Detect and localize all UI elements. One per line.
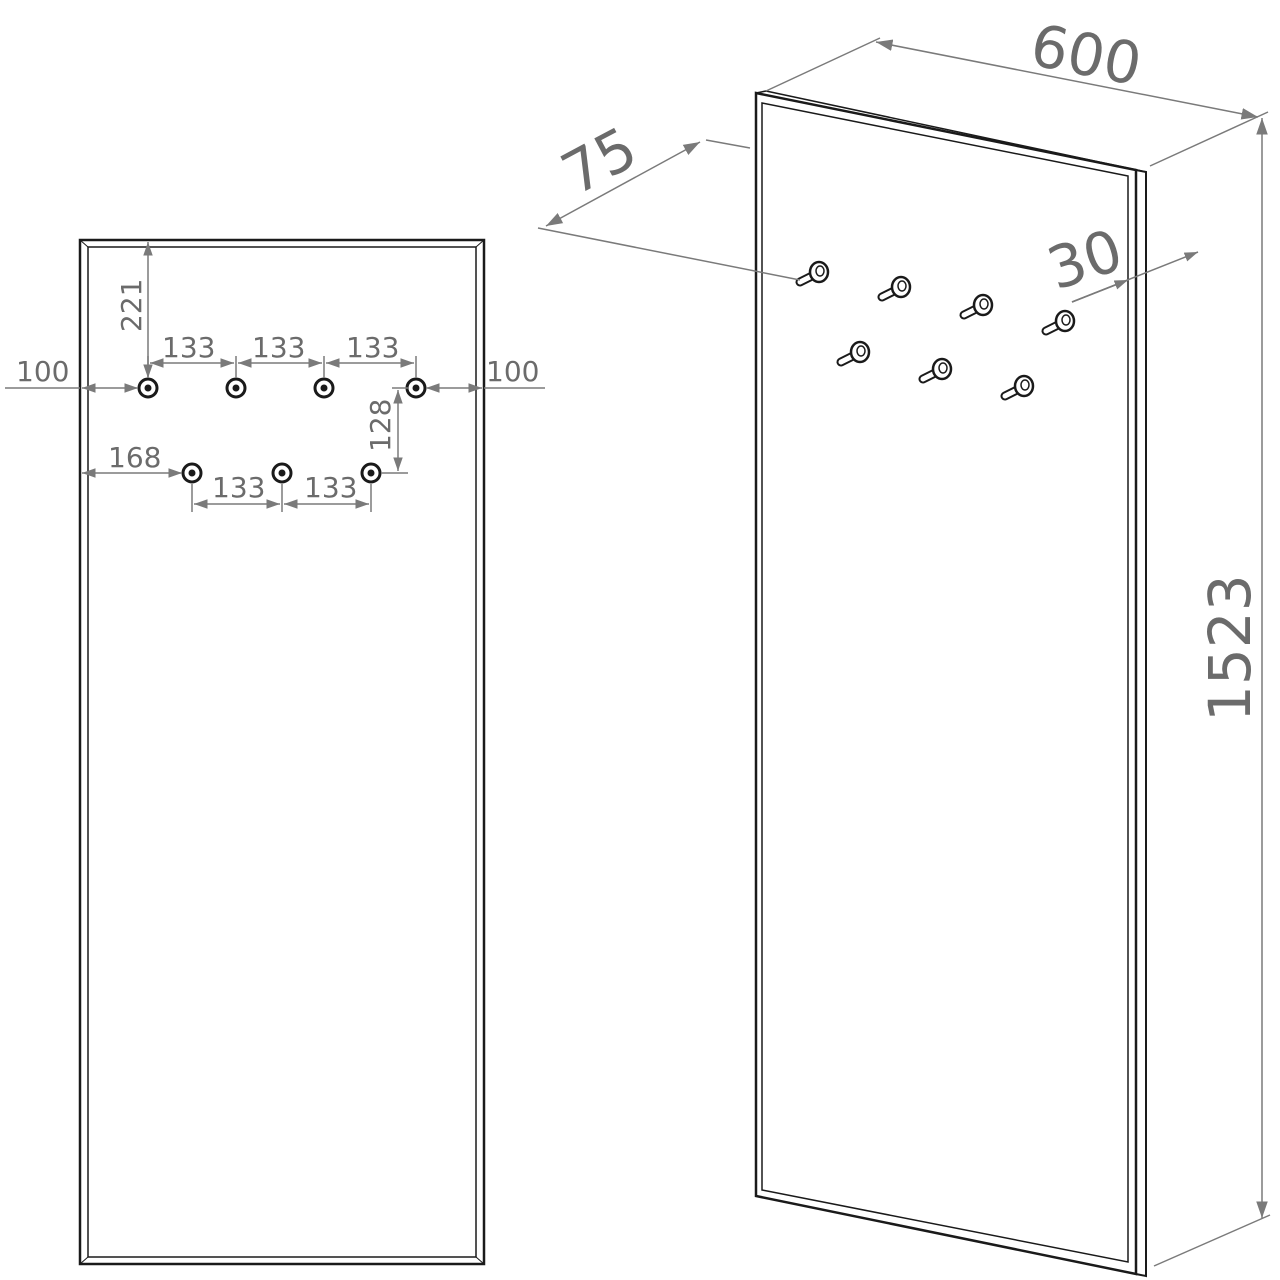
- dim-bottom-left: 168: [82, 441, 182, 478]
- dim-bottom-spacing-label: 133: [212, 471, 265, 504]
- iso-panel: [754, 90, 1147, 1278]
- hook-hole: [271, 462, 293, 484]
- dim-bottom-left-label: 168: [108, 441, 161, 474]
- hook: [1041, 309, 1076, 336]
- hook: [1000, 374, 1035, 401]
- hook-hole: [313, 377, 335, 399]
- dim-top-spacing-label: 133: [162, 331, 215, 364]
- dim-row-gap-label: 128: [364, 399, 397, 452]
- dim-depth-label: 75: [551, 114, 648, 209]
- front-view: 221 100 100 133 133 133: [5, 238, 545, 1266]
- dim-right-edge: 100: [426, 355, 545, 393]
- hook: [918, 357, 953, 384]
- front-panel: [78, 238, 486, 1266]
- dim-top-offset-label: 221: [115, 279, 148, 332]
- dim-left-edge-label: 100: [16, 355, 69, 388]
- hook-hole: [225, 377, 247, 399]
- hook: [836, 340, 871, 367]
- dim-hook-depth-label: 30: [1039, 216, 1130, 303]
- dim-bottom-spacing: 133 133: [191, 471, 372, 512]
- dim-height-label: 1523: [1196, 574, 1264, 722]
- hook-hole: [181, 462, 203, 484]
- dim-right-edge-label: 100: [486, 355, 539, 388]
- dim-depth: 75: [537, 114, 801, 281]
- iso-view: 600 75 30 1523: [537, 11, 1271, 1278]
- dim-width-label: 600: [1025, 11, 1147, 99]
- dim-width: 600: [765, 11, 1269, 167]
- dim-top-spacing: 133 133 133: [147, 331, 417, 378]
- hook-hole: [360, 462, 382, 484]
- dim-top-spacing-label: 133: [252, 331, 305, 364]
- dim-top-spacing-label: 133: [346, 331, 399, 364]
- front-hook-holes: [137, 377, 427, 484]
- dim-row-gap: 128: [364, 387, 408, 474]
- hook-hole: [137, 377, 159, 399]
- hook-hole: [405, 377, 427, 399]
- dim-height: 1523: [1153, 118, 1271, 1267]
- dim-top-offset: 221: [115, 242, 153, 378]
- iso-hooks: [795, 260, 1076, 401]
- dim-left-edge: 100: [5, 355, 138, 393]
- hook: [795, 260, 830, 287]
- dim-hook-depth: 30: [1039, 216, 1199, 303]
- hook: [877, 275, 912, 302]
- hook: [959, 293, 994, 320]
- dim-bottom-spacing-label: 133: [304, 471, 357, 504]
